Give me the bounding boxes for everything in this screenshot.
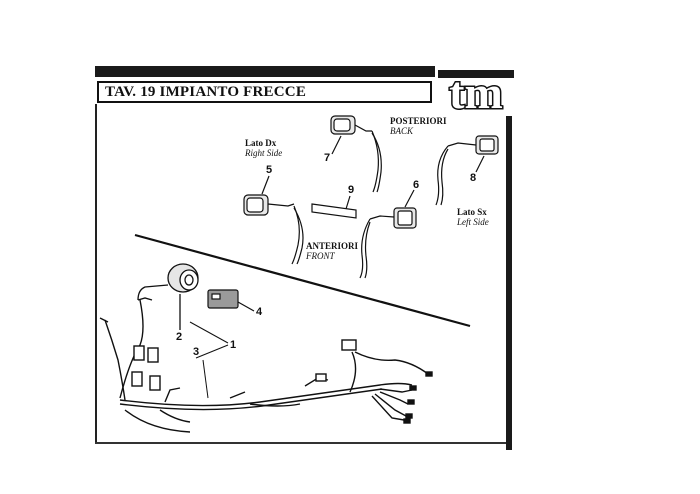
part-number-6: 6 xyxy=(413,179,420,191)
title-box: TAV. 19 IMPIANTO FRECCE xyxy=(97,81,432,103)
front-label-en: FRONT xyxy=(306,251,335,261)
part-number-9: 9 xyxy=(348,184,355,196)
left-side-label-it: Lato Sx xyxy=(457,207,487,217)
leader-lines xyxy=(189,321,229,399)
main-harness xyxy=(99,297,433,433)
right-side-label-it: Lato Dx xyxy=(245,138,277,148)
frame-bottom-border xyxy=(95,442,510,444)
front-label-it: ANTERIORI xyxy=(306,241,359,251)
part-number-1: 1 xyxy=(230,339,237,351)
frame-left-border xyxy=(95,104,97,444)
left-side-label-en: Left Side xyxy=(457,217,489,227)
turn-switch xyxy=(137,263,199,330)
right-side-label-en: Right Side xyxy=(245,148,283,158)
mounting-bracket xyxy=(311,195,357,219)
logo-text: tm xyxy=(449,67,503,114)
page-title: TAV. 19 IMPIANTO FRECCE xyxy=(105,84,307,100)
front-left-indicator xyxy=(359,189,417,279)
part-number-5: 5 xyxy=(266,164,273,176)
brand-logo: tm xyxy=(438,66,514,114)
rear-left-indicator xyxy=(435,135,499,206)
frame-right-border xyxy=(506,116,512,450)
part-number-8: 8 xyxy=(470,172,477,184)
front-right-indicator xyxy=(243,175,304,265)
part-number-3: 3 xyxy=(193,346,200,358)
rear-right-indicator xyxy=(330,115,382,193)
section-divider-line xyxy=(134,233,471,328)
part-number-7: 7 xyxy=(324,152,331,164)
rear-label-en: BACK xyxy=(390,126,414,136)
part-number-4: 4 xyxy=(256,306,263,318)
part-number-2: 2 xyxy=(176,331,183,343)
rear-label-it: POSTERIORI xyxy=(390,116,447,126)
flasher-relay xyxy=(207,289,255,312)
header-bar xyxy=(95,66,435,77)
